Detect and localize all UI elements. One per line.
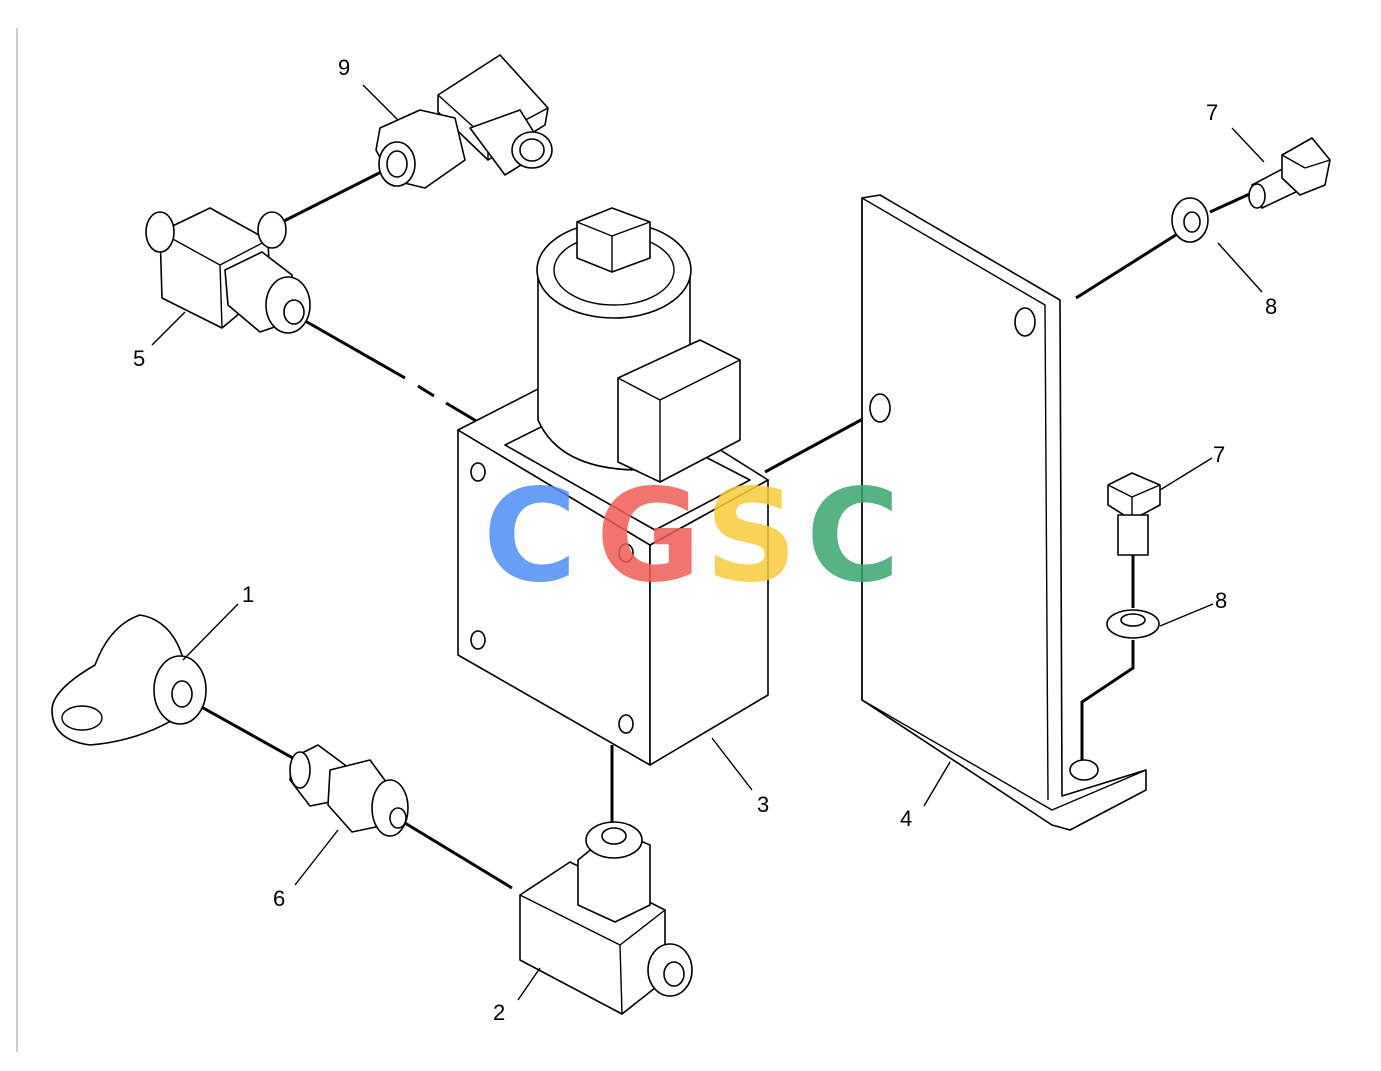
label-part-5: 5: [133, 346, 145, 371]
label-part-3: 3: [757, 792, 769, 817]
watermark-letter-4: C: [806, 462, 900, 611]
part-8-washer-top: [1171, 197, 1209, 243]
part-1-eye-fitting: [51, 614, 207, 746]
leader-lines: [151, 84, 1265, 1001]
label-part-7-top: 7: [1206, 100, 1218, 125]
label-part-6: 6: [273, 886, 285, 911]
label-part-8-lower: 8: [1215, 588, 1227, 613]
part-5-tee-fitting: [145, 207, 311, 334]
label-part-2: 2: [493, 1000, 505, 1025]
watermark-letter-1: C: [483, 462, 577, 611]
watermark-letter-3: S: [705, 462, 797, 611]
part-8-washer-lower: [1106, 609, 1160, 639]
part-4-bracket: [861, 194, 1147, 831]
part-labels: 9 5 7 8 7 8 1 6 3 4 2: [133, 55, 1277, 1025]
assembly-lines: [179, 168, 1255, 890]
label-part-7-lower: 7: [1213, 442, 1225, 467]
part-7-bolt-lower: [1107, 472, 1161, 556]
part-6-adapter: [289, 744, 409, 837]
part-2-tee-fitting: [519, 821, 693, 1015]
watermark: C G S C: [483, 462, 900, 611]
label-part-1: 1: [242, 582, 254, 607]
label-part-8-top: 8: [1265, 294, 1277, 319]
label-part-9: 9: [338, 55, 350, 80]
part-3-valve-block: [457, 207, 769, 766]
part-7-bolt-top: [1248, 137, 1331, 209]
label-part-4: 4: [900, 806, 912, 831]
part-9-elbow-connector: [375, 54, 553, 189]
watermark-letter-2: G: [596, 462, 701, 611]
